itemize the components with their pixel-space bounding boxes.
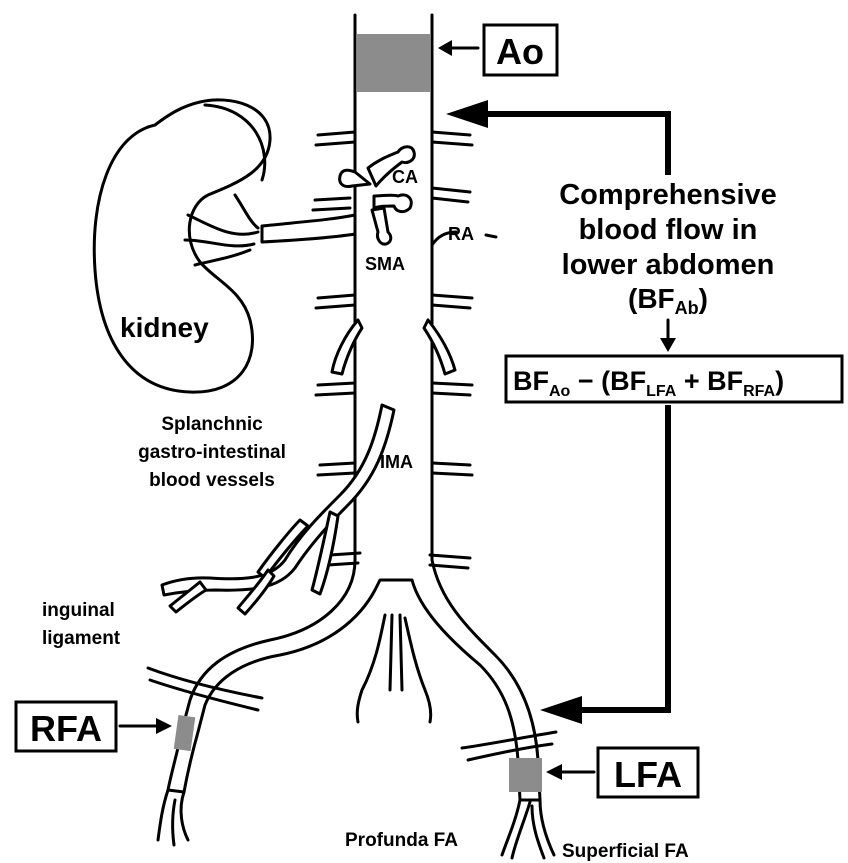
right-femoral-bifurcation (158, 790, 168, 840)
right-femoral-bifurcation-3 (173, 800, 175, 845)
left-internal-iliac (405, 618, 431, 722)
ca-label: CA (392, 167, 418, 187)
lfa-measurement-site (509, 758, 542, 792)
left-profunda-2 (512, 802, 530, 858)
top-connector-line (478, 114, 668, 175)
formula-sub-rfa: RFA (743, 383, 775, 400)
sma-label: SMA (365, 254, 405, 274)
kidney-hilum-vessel-1 (188, 215, 258, 234)
ima-label: IMA (380, 452, 413, 472)
comprehensive-line-2: blood flow in (579, 214, 758, 246)
right-renal-artery (262, 215, 355, 242)
formula-sub-ao: Ao (549, 383, 571, 400)
ra-label: RA (448, 224, 474, 244)
middle-sacral-2 (400, 615, 402, 690)
bottom-connector-line (574, 405, 668, 710)
comprehensive-line-3: lower abdomen (562, 249, 775, 281)
formula-minus-open: − (BF (570, 366, 646, 396)
formula-close: ) (775, 366, 784, 396)
ao-label: Ao (496, 31, 544, 72)
comprehensive-abbr-open: (BF (628, 283, 675, 314)
splanchnic-line-2: gastro-intestinal (138, 442, 286, 463)
splanchnic-line-1: Splanchnic (161, 414, 263, 435)
middle-sacral-1 (390, 615, 392, 690)
comprehensive-abbr: (BFAb) (628, 283, 708, 318)
comprehensive-line-1: Comprehensive (559, 179, 777, 211)
kidney-hilum-vessel-3 (195, 250, 250, 265)
superficial-label: Superficial FA (562, 841, 689, 862)
left-superficial (540, 800, 554, 855)
left-profunda (502, 800, 520, 855)
right-internal-iliac (357, 615, 385, 722)
lfa-label: LFA (614, 754, 682, 795)
lfa-arrow-head (546, 764, 562, 780)
formula-sub-lfa: LFA (646, 383, 677, 400)
kidney-label: kidney (120, 312, 209, 343)
comprehensive-abbr-sub: Ab (675, 298, 699, 318)
formula-bf1: BF (513, 366, 549, 396)
formula-plus: + BF (676, 366, 743, 396)
right-femoral-bifurcation-2 (181, 792, 188, 840)
rfa-arrow-head (156, 718, 172, 734)
comprehensive-abbr-close: ) (699, 283, 708, 314)
kidney-hilum-vessel-4 (235, 195, 258, 228)
kidney (94, 100, 270, 392)
top-connector-arrow-head (446, 100, 488, 128)
rfa-label: RFA (30, 708, 102, 749)
inguinal-line-1: inguinal (42, 600, 115, 621)
ao-measurement-site (357, 34, 430, 92)
kidney-hilum-vessel-2 (185, 240, 254, 246)
profunda-label: Profunda FA (345, 830, 458, 851)
abbr-down-arrow-head (660, 338, 676, 352)
bottom-connector-arrow-head (540, 696, 582, 724)
splanchnic-line-3: blood vessels (149, 470, 275, 491)
inguinal-line-2: ligament (42, 628, 121, 649)
left-renal-artery-tick (486, 235, 496, 237)
ao-arrow-head (438, 40, 452, 56)
